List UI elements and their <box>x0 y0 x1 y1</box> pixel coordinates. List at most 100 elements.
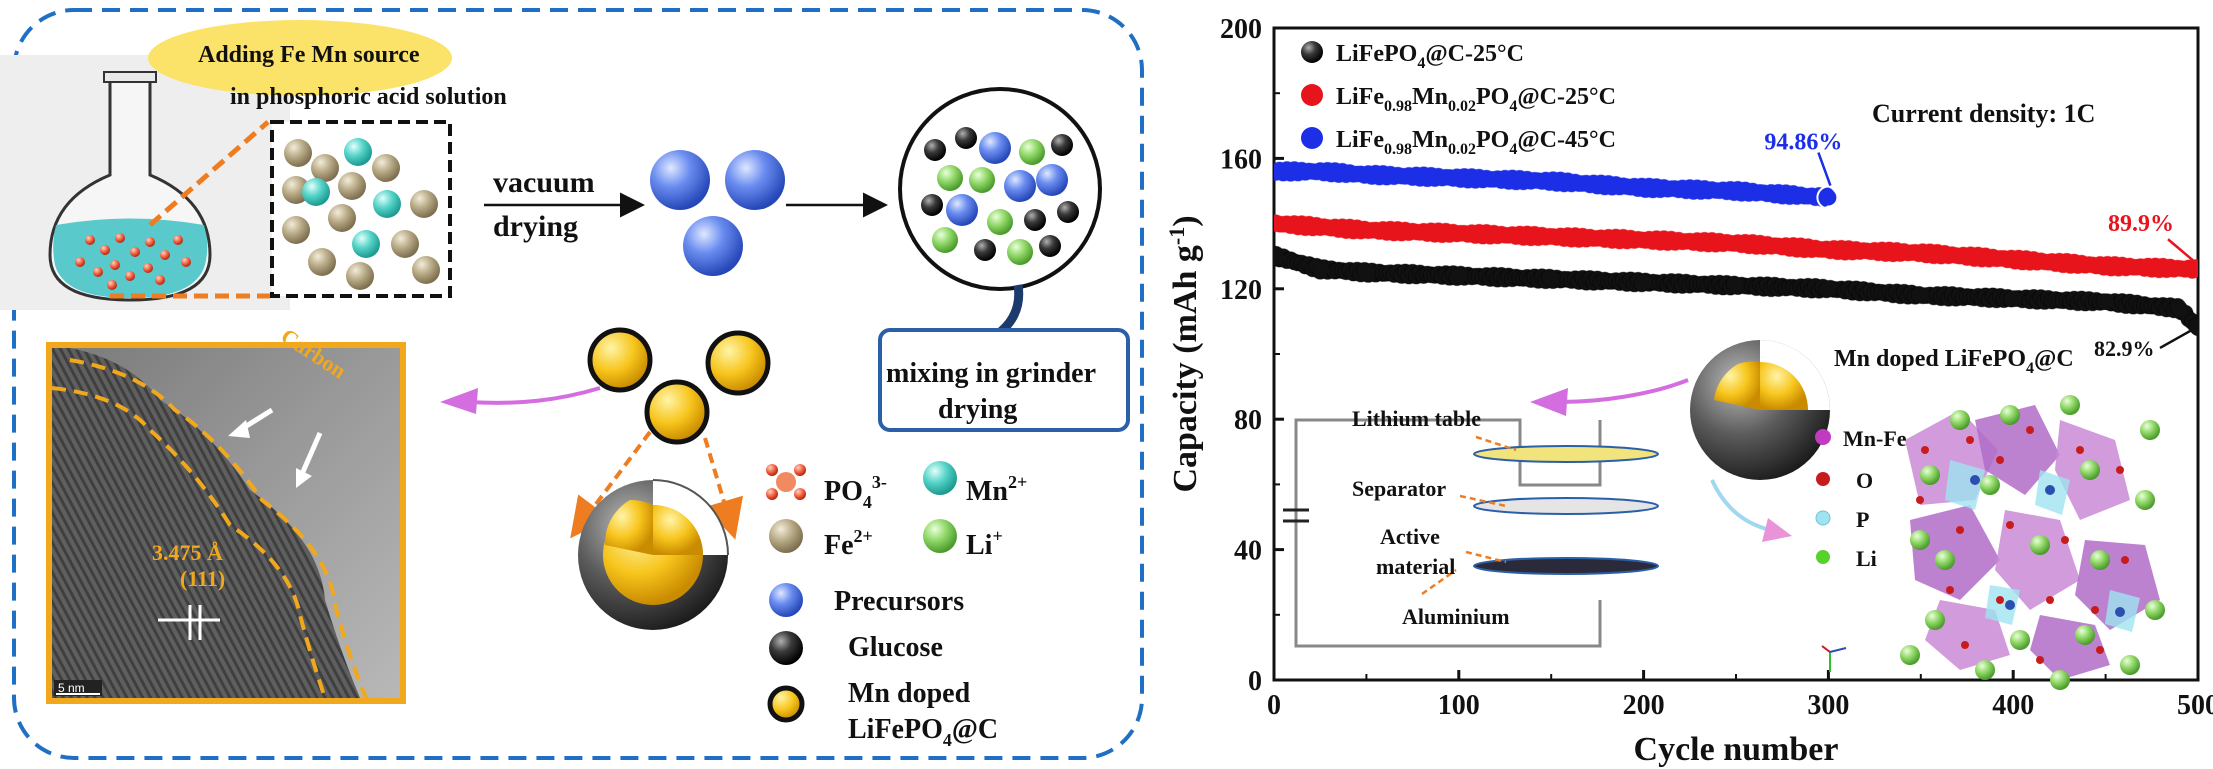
mixed-circle <box>898 87 1102 291</box>
tem-scale-bar: 5 nm <box>58 681 85 695</box>
tem-pointer <box>469 386 601 405</box>
series-2-point-2 <box>1358 166 1375 183</box>
series-2-point-1 <box>1312 163 1329 180</box>
black-retention-label: 82.9% <box>2094 336 2155 361</box>
series-2-point-6 <box>1728 183 1744 199</box>
red-retention-label: 89.9% <box>2108 211 2174 237</box>
crystal-legend-p: P <box>1856 507 1869 532</box>
series-0-point-2 <box>1358 264 1375 281</box>
series-0-point-5 <box>1635 274 1652 291</box>
x-axis-label: Cycle number <box>1634 731 1839 768</box>
series-2-point-5 <box>1635 179 1652 196</box>
crystal-legend-li: Li <box>1856 546 1877 571</box>
series-2-point-0 <box>1274 163 1284 180</box>
y-tick-label-200: 200 <box>1220 14 1262 45</box>
battery-active-label-line1: Active <box>1380 524 1440 549</box>
series-1-point-4 <box>1543 228 1560 245</box>
po4-particles <box>75 233 191 290</box>
zoom-line-top <box>148 120 270 227</box>
crystal-structure <box>1821 395 2165 690</box>
product-icon <box>767 685 805 723</box>
series-1-point-9 <box>2005 251 2022 268</box>
x-tick-label-500: 500 <box>2177 690 2213 721</box>
series-0-point-9 <box>2005 290 2022 307</box>
y-tick-label-120: 120 <box>1220 275 1262 306</box>
legend-marker-2 <box>1301 127 1323 149</box>
legend-mn: Mn2+ <box>966 472 1027 507</box>
series-1-point-7 <box>1820 241 1837 258</box>
series-1-point-5 <box>1635 231 1652 248</box>
series-0-point-0 <box>1274 248 1284 265</box>
series-0-point-11 <box>2171 300 2188 317</box>
series-1-point-10 <box>2097 257 2114 274</box>
scheme-legend: PO43- Mn2+ Fe2+ Li+ Precursors Glucose M… <box>766 461 1027 750</box>
legend-precursors: Precursors <box>834 586 964 617</box>
x-tick-label-300: 300 <box>1807 690 1849 721</box>
series-1-point-2 <box>1358 222 1375 239</box>
legend-product-line2: LiFePO4@C <box>848 714 998 750</box>
synthesis-scheme: Adding Fe Mn source in phosphoric acid s… <box>0 8 1144 760</box>
red-retention-pointer <box>2167 238 2195 263</box>
x-tick-label-200: 200 <box>1623 690 1665 721</box>
series-1-point-1 <box>1312 218 1329 235</box>
inset-core-shell-sphere <box>1690 340 1830 480</box>
series-0-point-12 <box>2190 319 2198 336</box>
series-0-point-1 <box>1312 261 1329 278</box>
battery-separator-label: Separator <box>1352 476 1446 501</box>
grinder-label-line1: mixing in grinder <box>886 358 1096 389</box>
crystal-pointer <box>1710 479 1771 532</box>
core-shell-arrow-left <box>570 430 652 539</box>
series-2-point-7 <box>1820 189 1837 206</box>
blue-end-marker <box>1816 185 1841 210</box>
series-1-point-6 <box>1728 235 1744 252</box>
li-ion-icon <box>923 519 957 553</box>
legend-entry-1: LiFe0.98Mn0.02PO4@C-25°C <box>1336 84 1616 115</box>
crystal-legend-mnfe: Mn-Fe <box>1843 426 1907 451</box>
legend-fe: Fe2+ <box>824 526 873 561</box>
battery-al-label: Aluminium <box>1402 604 1510 629</box>
crystal-legend-marker-p <box>1815 510 1831 526</box>
product-spheres <box>587 327 771 445</box>
series-0-point-7 <box>1820 280 1837 297</box>
series-0-point-4 <box>1543 271 1560 288</box>
battery-lithium-label: Lithium table <box>1352 406 1481 431</box>
grinder-label-line2: drying <box>938 394 1017 425</box>
annotation-layer: 94.86%89.9%82.9% <box>1764 130 2195 361</box>
series-0-point-3 <box>1450 267 1467 284</box>
legend-li: Li+ <box>966 526 1003 561</box>
speech-bubble <box>148 20 452 96</box>
speech-text-line1: Adding Fe Mn source <box>198 42 420 68</box>
legend-entry-2: LiFe0.98Mn0.02PO4@C-45°C <box>1336 127 1616 158</box>
glucose-icon <box>769 631 803 665</box>
x-tick-label-400: 400 <box>1992 690 2034 721</box>
crystal-legend-marker-li <box>1816 550 1830 564</box>
series-layer <box>1274 161 2198 336</box>
tem-pointer-head <box>440 388 478 414</box>
x-tick-label-0: 0 <box>1267 690 1281 721</box>
core-shell-sphere <box>578 479 729 630</box>
chart-legend: LiFePO4@C-25°C LiFe0.98Mn0.02PO4@C-25°C … <box>1301 41 1616 158</box>
series-2-point-3 <box>1450 169 1467 186</box>
x-tick-label-100: 100 <box>1438 690 1480 721</box>
crystal-legend: Mn-Fe O P Li <box>1815 426 1907 571</box>
series-2 <box>1274 161 1837 208</box>
series-0 <box>1274 245 2198 336</box>
tem-plane: (111) <box>180 566 225 591</box>
series-0-point-6 <box>1728 277 1744 294</box>
battery-active-label-line2: material <box>1376 554 1455 579</box>
legend-marker-0 <box>1301 41 1323 63</box>
current-density-label: Current density: 1C <box>1872 99 2095 128</box>
mn-ion-icon <box>923 461 957 495</box>
scheme-frame <box>12 8 1144 760</box>
precursor-icon <box>769 583 803 617</box>
series-1 <box>1274 214 2198 279</box>
series-0-point-8 <box>1912 287 1929 304</box>
core-shell-arrow-right <box>703 437 744 540</box>
black-retention-pointer <box>2159 328 2193 350</box>
inset-pointer-head <box>1530 388 1568 416</box>
y-tick-label-0: 0 <box>1248 666 1262 697</box>
po4-icon <box>766 464 806 500</box>
tem-d-spacing: 3.475 Å <box>152 540 223 565</box>
